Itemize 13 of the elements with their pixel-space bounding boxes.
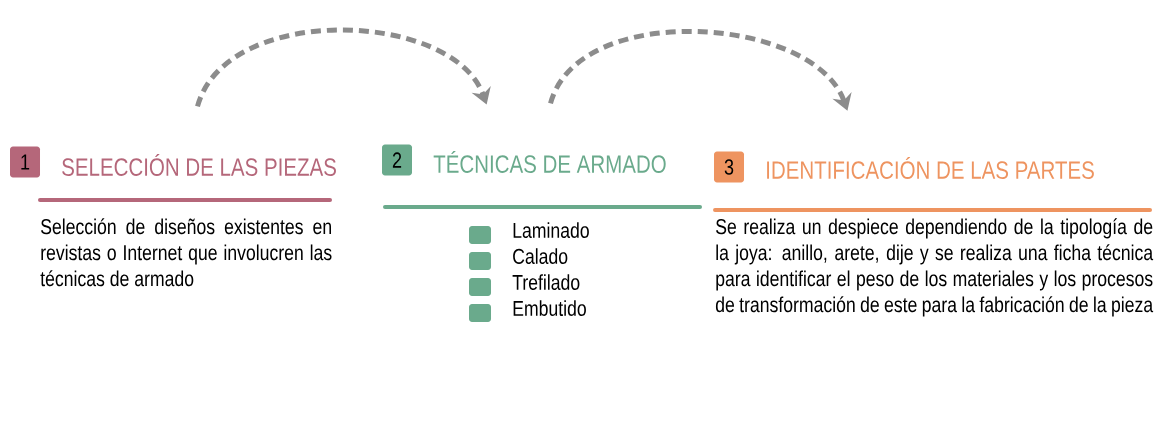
number-badge: 1 — [10, 146, 40, 178]
step-heading: SELECCIÓN DE LAS PIEZAS — [62, 154, 336, 176]
dashed-arrow — [195, 27, 491, 108]
number-badge: 2 — [382, 144, 412, 176]
list-item: Calado — [513, 248, 568, 264]
body-text: Selección de diseños existentes en revistas o Internet que involucren las técnicas de armado — [40, 218, 332, 287]
body-text: Se realiza un despiece dependiendo de la tipología de la joya: anillo, arete, dije y se realiza una ficha técnica para identificar el peso de los materiales y los procesos de transformación de este para la fabricación de la pieza — [715, 218, 1154, 317]
list-item: Trefilado — [512, 274, 580, 290]
step-heading: TÉCNICAS DE ARMADO — [433, 151, 666, 173]
step-heading: IDENTIFICACIÓN DE LAS PARTES — [767, 157, 1094, 179]
list-item: Laminado — [513, 222, 589, 238]
number-badge: 3 — [714, 151, 744, 183]
list-item: Embutido — [513, 300, 586, 316]
